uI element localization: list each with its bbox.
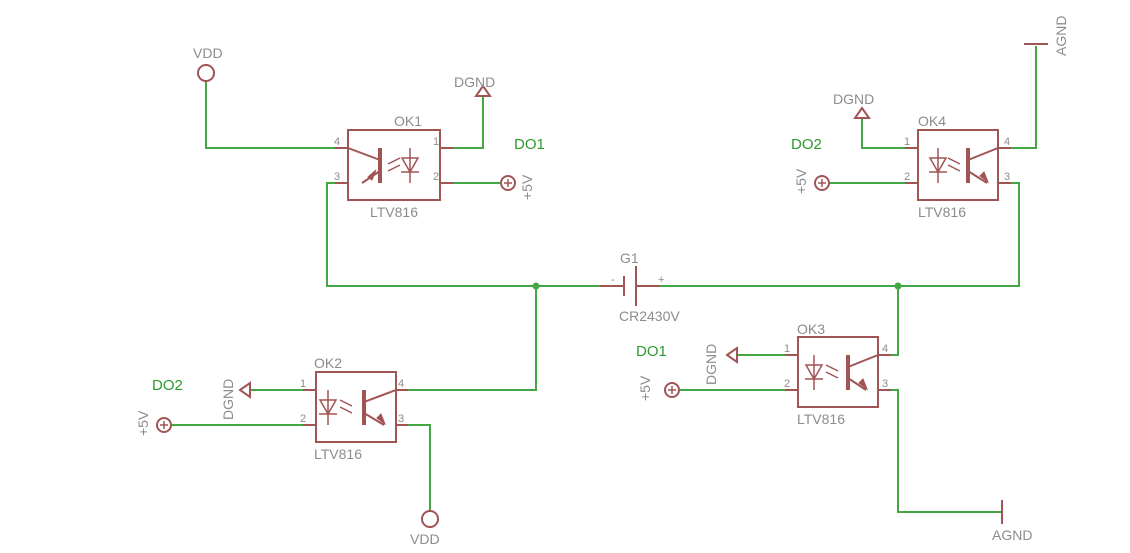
ok1-pin2: 2: [433, 171, 439, 183]
dgnd-ok4-label: DGND: [833, 91, 874, 107]
dgnd-ok1-label: DGND: [454, 74, 495, 90]
wire-ok1-dgnd: [440, 96, 484, 149]
ok1-value: LTV816: [370, 204, 418, 220]
wire-ok3-agnd: [878, 389, 1002, 513]
wire-ok1-bus: [326, 182, 536, 287]
agnd-top-symbol: AGND: [1024, 16, 1069, 56]
ok3-pin3: 3: [882, 378, 888, 390]
battery-value: CR2430V: [619, 308, 680, 324]
dgnd-ok1-symbol: DGND: [454, 74, 495, 97]
vdd-top-label: VDD: [193, 45, 223, 61]
ok2-value: LTV816: [314, 446, 362, 462]
ok3-pin1: 1: [784, 343, 790, 355]
ok3-value: LTV816: [797, 411, 845, 427]
battery-pos-label: +: [658, 274, 664, 286]
dgnd-ok2-symbol: DGND: [220, 379, 251, 420]
net-label-do1-ok1: DO1: [514, 136, 545, 153]
p5v-ok4-icon: [814, 175, 830, 191]
wire-vdd-ok1: [205, 82, 348, 149]
p5v-ok4-label: +5V: [793, 168, 809, 194]
p5v-ok4-symbol: +5V: [793, 168, 830, 194]
wire-bus-ok4: [898, 182, 1020, 287]
p5v-ok2-symbol: +5V: [135, 410, 172, 436]
ok2-pin4: 4: [398, 378, 404, 390]
dgnd-ok2-label: DGND: [220, 379, 236, 420]
p5v-ok1-icon: [500, 175, 516, 191]
junction-right: [894, 282, 902, 290]
ok4-pin1: 1: [904, 136, 910, 148]
ok2-pin2: 2: [300, 413, 306, 425]
vdd-bottom-label: VDD: [410, 531, 440, 547]
agnd-top-label: AGND: [1053, 16, 1069, 56]
p5v-ok1-label: +5V: [519, 174, 535, 200]
ok2-name: OK2: [314, 355, 342, 371]
ok2-pin3: 3: [398, 413, 404, 425]
dgnd-ok1-icon: [474, 84, 492, 97]
vdd-top-symbol: VDD: [193, 45, 223, 82]
optocoupler-ok1[interactable]: 4 3 1 2 OK1 LTV816: [334, 113, 453, 220]
net-label-do2-ok4: DO2: [791, 136, 822, 153]
wire-ok4-dgnd: [861, 118, 918, 149]
p5v-ok3-label: +5V: [637, 375, 653, 401]
ok1-pin3: 3: [334, 171, 340, 183]
p5v-ok1-symbol: +5V: [500, 174, 535, 200]
wire-ok4-agnd: [998, 46, 1037, 149]
p5v-ok3-symbol: +5V: [637, 375, 680, 401]
optocoupler-ok3[interactable]: 1 2 4 3 OK3 LTV816: [784, 321, 891, 427]
p5v-ok2-label: +5V: [135, 410, 151, 436]
dgnd-ok3-icon: [725, 346, 738, 364]
ok4-pin4: 4: [1004, 136, 1010, 148]
ok4-value: LTV816: [918, 204, 966, 220]
net-label-do1-ok3: DO1: [636, 343, 667, 360]
dgnd-ok2-icon: [238, 381, 251, 399]
wire-ok2-bus: [408, 286, 537, 391]
battery-neg-label: -: [611, 274, 615, 286]
optocoupler-ok4[interactable]: 1 2 4 3 OK4 LTV816: [904, 113, 1011, 220]
net-label-do2-ok2: DO2: [152, 377, 183, 394]
dgnd-ok3-symbol: DGND: [703, 344, 738, 385]
wire-ok2-vdd: [408, 424, 431, 510]
ok3-pin2: 2: [784, 378, 790, 390]
wires: [172, 46, 1037, 513]
battery-g1[interactable]: - + G1 CR2430V: [600, 250, 680, 324]
vdd-bottom-symbol: VDD: [410, 510, 440, 547]
ok2-pin1: 1: [300, 378, 306, 390]
ok3-pin4: 4: [882, 343, 888, 355]
ok4-pin2: 2: [904, 171, 910, 183]
p5v-ok2-icon: [156, 417, 172, 433]
ok4-pin3: 3: [1004, 171, 1010, 183]
ok4-name: OK4: [918, 113, 946, 129]
ok1-name: OK1: [394, 113, 422, 129]
dgnd-ok4-symbol: DGND: [833, 91, 874, 119]
p5v-ok3-icon: [664, 382, 680, 398]
ok1-pin1: 1: [433, 136, 439, 148]
ok1-pin4: 4: [334, 136, 340, 148]
agnd-bottom-symbol: AGND: [992, 500, 1032, 543]
vdd-top-icon: [197, 64, 215, 82]
dgnd-ok4-icon: [853, 106, 871, 119]
vdd-bottom-icon: [421, 510, 439, 528]
dgnd-ok3-label: DGND: [703, 344, 719, 385]
ok3-name: OK3: [797, 321, 825, 337]
junction-left: [532, 282, 540, 290]
agnd-bottom-label: AGND: [992, 527, 1032, 543]
battery-name: G1: [620, 250, 639, 266]
optocoupler-ok2[interactable]: 1 2 4 3 OK2 LTV816: [300, 355, 408, 462]
